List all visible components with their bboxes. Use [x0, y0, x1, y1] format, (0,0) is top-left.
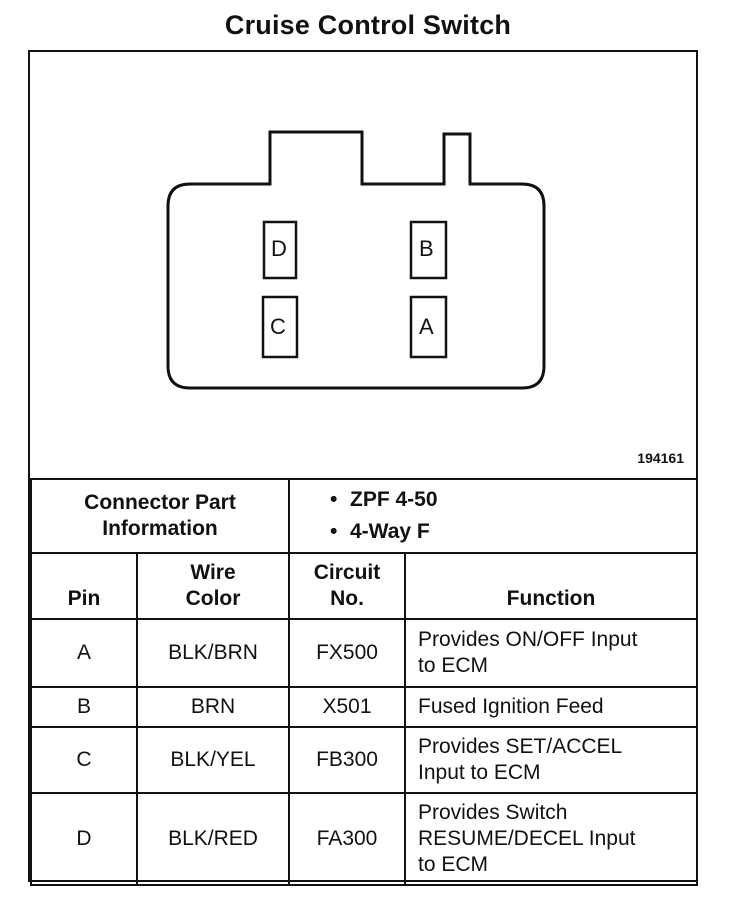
wire-color-cell: BLK/YEL	[136, 726, 290, 794]
pin-box-b	[409, 220, 448, 280]
circuit-cell: FX500	[288, 618, 406, 688]
header-function: Function	[404, 552, 698, 620]
connector-info-item: •ZPF 4-50	[330, 488, 438, 511]
connector-info-item: •4-Way F	[330, 520, 430, 543]
circuit-cell: FB300	[288, 726, 406, 794]
connector-sheet: D B C A 194161 Connector Part Informatio…	[28, 50, 698, 886]
connector-info-row: Connector Part Information •ZPF 4-50 •4-…	[30, 478, 698, 554]
pinout-table: Connector Part Information •ZPF 4-50 •4-…	[30, 478, 698, 886]
wire-color-cell: BLK/BRN	[136, 618, 290, 688]
pin-label-b: B	[419, 236, 434, 261]
connector-drawing	[166, 130, 546, 390]
pin-box-c	[261, 295, 299, 359]
page-title: Cruise Control Switch	[224, 10, 512, 40]
pin-label-c: C	[270, 314, 286, 339]
pin-box-a	[409, 295, 448, 359]
wire-color-cell: BRN	[136, 686, 290, 728]
function-cell: Fused Ignition Feed	[404, 686, 698, 728]
header-pin: Pin	[30, 552, 138, 620]
wire-color-cell: BLK/RED	[136, 792, 290, 886]
figure-id: 194161	[637, 450, 684, 466]
circuit-cell: X501	[288, 686, 406, 728]
pin-box-d	[262, 220, 298, 280]
connector-diagram: D B C A 194161	[30, 52, 696, 478]
pin-cell: C	[30, 726, 138, 794]
pin-cell: D	[30, 792, 138, 886]
connector-info-list: •ZPF 4-50 •4-Way F	[288, 478, 698, 554]
pin-cell: A	[30, 618, 138, 688]
table-row: B BRN X501 Fused Ignition Feed	[30, 686, 698, 728]
circuit-cell: FA300	[288, 792, 406, 886]
pin-label-d: D	[271, 236, 287, 261]
pin-cell: B	[30, 686, 138, 728]
pin-label-a: A	[419, 314, 434, 339]
connector-info-label: Connector Part Information	[30, 478, 290, 554]
connector-body	[166, 130, 546, 390]
